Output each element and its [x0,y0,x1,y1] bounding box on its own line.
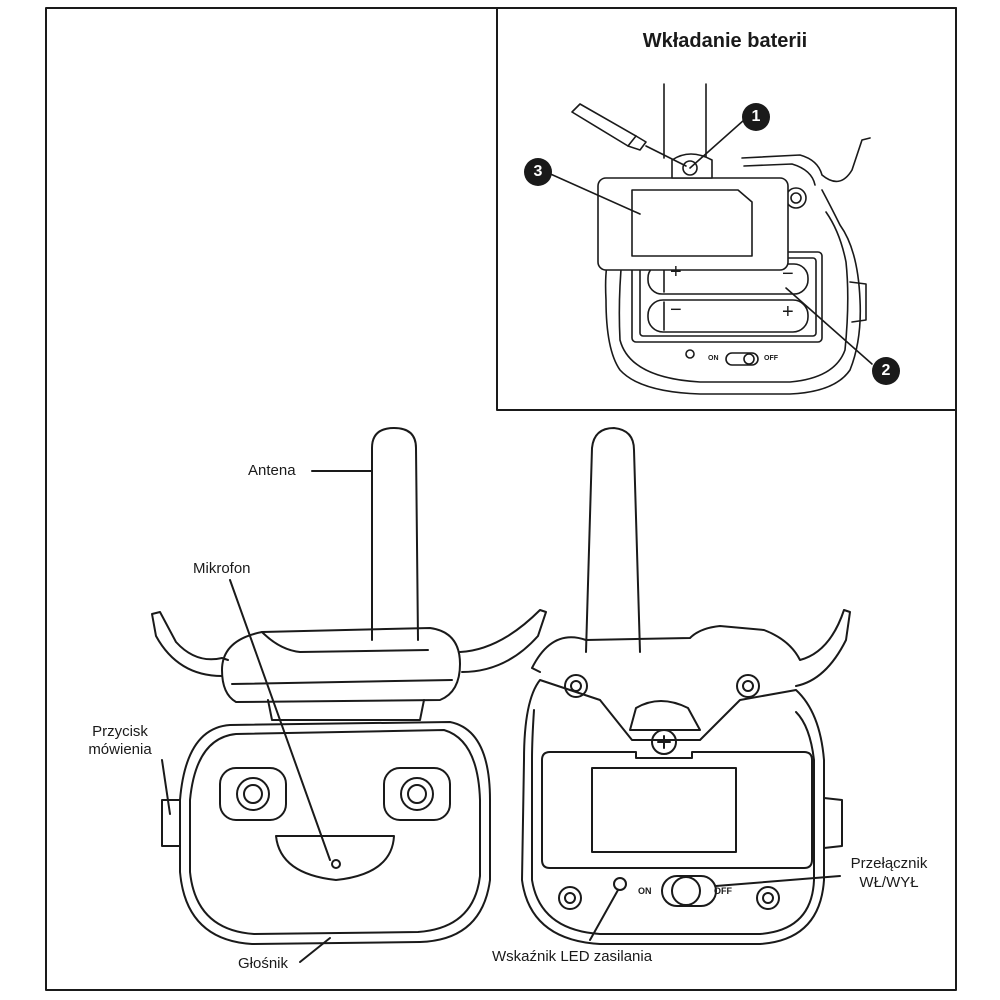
inset-switch-on: ON [708,355,719,362]
mic-hole [331,859,341,869]
marker-3: 3 [524,158,552,186]
led-label: Wskaźnik LED zasilania [492,948,653,965]
power-switch [661,875,717,907]
inset-illustration [545,83,873,395]
battery-bottom-plus: + [782,301,794,323]
marker-1: 1 [742,103,770,131]
front-top-cap [221,627,461,703]
front-body [179,721,491,945]
front-antenna [371,427,419,641]
switch-label-line1: Przełącznik [850,855,928,872]
front-mouth [275,835,395,881]
antenna-label: Antena [248,462,296,479]
power-led [613,877,627,891]
inset-switch-off: OFF [764,355,778,362]
speaker-label: Głośnik [238,955,289,972]
talk-button-label-line2: mówienia [88,741,152,758]
outer-border [45,7,957,991]
back-switch-off: OFF [714,886,732,896]
back-switch-on: ON [638,886,652,896]
talk-button-label-line1: Przycisk [92,723,148,740]
marker-2: 2 [872,357,900,385]
mic-label: Mikrofon [193,560,251,577]
switch-label-line2: WŁ/WYŁ [859,874,919,891]
back-antenna [585,427,641,653]
talk-button [161,799,181,847]
battery-bottom-minus: − [670,299,682,321]
inset-title: Wkładanie baterii [642,30,808,52]
back-body [521,679,825,945]
battery-top-minus: − [782,263,794,285]
inset-border [496,7,957,411]
back-device [521,427,851,945]
battery-top-plus: + [670,261,682,283]
front-device [151,427,547,963]
